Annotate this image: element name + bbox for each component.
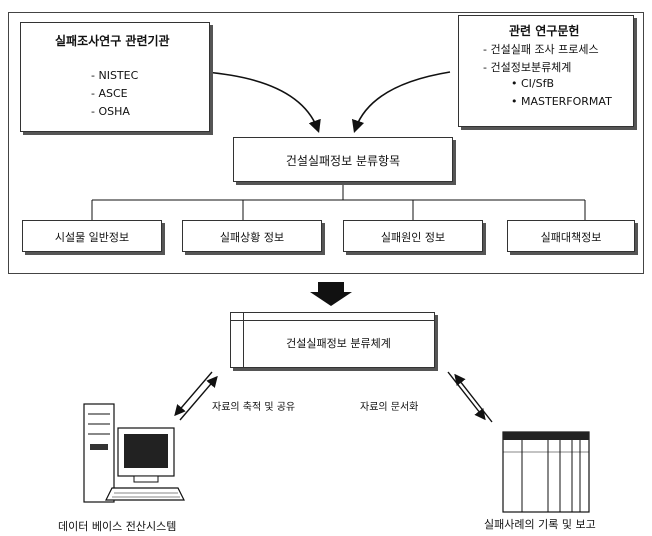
report-label: 실패사례의 기록 및 보고 <box>484 516 596 532</box>
database-label: 데이터 베이스 전산시스템 <box>58 518 176 534</box>
